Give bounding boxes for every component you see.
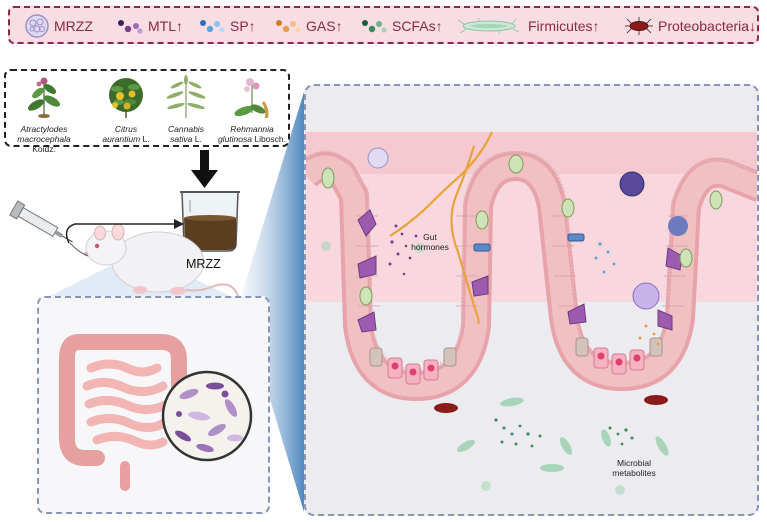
legend-item-proteobacteria: Proteobacteria↓ xyxy=(624,8,756,44)
scfa-dots-icon xyxy=(362,20,387,33)
author-name: Koidz. xyxy=(32,144,56,154)
species-name: glutinosa xyxy=(217,134,252,144)
species-name: aurantium xyxy=(102,134,141,144)
syringe-icon xyxy=(9,200,184,257)
enteroendocrine-cells xyxy=(357,209,683,333)
legend-label: SCFAs↑ xyxy=(392,18,443,34)
genus-name: Rehmannia xyxy=(230,124,274,134)
gut-zoom-box xyxy=(37,296,270,514)
herb-rehmannia: Rehmannia glutinosa Libosch. xyxy=(216,75,288,144)
zoom-cone-large xyxy=(240,92,304,512)
legend-label: MRZZ xyxy=(54,18,93,34)
firmicutes-bacteria-icon xyxy=(457,17,520,35)
epithelium xyxy=(306,150,757,401)
intestinal-wall-illustration xyxy=(306,131,757,495)
legend-item-mtl: MTL↑ xyxy=(116,8,183,44)
legend-label: MTL↑ xyxy=(148,18,183,34)
tuft-cells xyxy=(473,233,585,252)
atractylodes-plant-icon xyxy=(27,77,61,118)
herb-caption: Atractylodes macrocephala Koidz. xyxy=(8,124,80,154)
down-arrow-icon xyxy=(191,150,218,188)
legend-item-sp: SP↑ xyxy=(198,8,256,44)
microbial-metabolites-label: Microbial metabolites xyxy=(612,458,656,478)
author-name: L. xyxy=(194,134,202,144)
large-intestine-icon xyxy=(59,334,187,491)
paneth-cells xyxy=(369,337,663,385)
herb-caption: Rehmannia glutinosa Libosch. xyxy=(216,124,288,144)
genus-name: Cannabis xyxy=(168,124,204,134)
genus-name: Citrus xyxy=(114,124,138,134)
intestine-illustration xyxy=(59,334,253,491)
legend-item-firmicutes: Firmicutes↑ xyxy=(456,8,600,44)
species-name: sativa xyxy=(170,134,193,144)
herbal-ingredients-box: Atractylodes macrocephala Koidz. Citrus … xyxy=(4,69,290,154)
mrzz-particle-icon xyxy=(367,147,389,169)
herb-atractylodes: Atractylodes macrocephala Koidz. xyxy=(8,75,80,154)
legend-item-gas: GAS↑ xyxy=(274,8,343,44)
legend-item-mrzz: MRZZ xyxy=(24,8,93,44)
herb-citrus: Citrus aurantium L. xyxy=(90,75,162,144)
proteobacteria-bacteria-icon xyxy=(625,17,653,35)
mouse-icon xyxy=(84,223,239,297)
legend-label: SP↑ xyxy=(230,18,256,34)
rehmannia-plant-icon xyxy=(234,78,269,118)
citrus-plant-icon xyxy=(109,78,143,118)
legend-label: Proteobacteria↓ xyxy=(658,18,757,34)
mtl-dots-icon xyxy=(118,20,143,34)
immune-cells xyxy=(619,171,688,310)
genus-name: Atractylodes xyxy=(20,124,68,134)
sp-dots-icon xyxy=(200,20,225,33)
small-intestine-icon xyxy=(82,359,172,450)
beaker-label: MRZZ xyxy=(186,257,221,271)
species-name: macrocephala xyxy=(17,134,71,144)
cannabis-plant-icon xyxy=(166,75,206,118)
goblet-cells xyxy=(321,154,723,306)
mrzz-particle-icon xyxy=(25,14,49,38)
legend-item-scfas: SCFAs↑ xyxy=(360,8,443,44)
intestinal-wall-panel: Gut hormones Microbial metabolites xyxy=(304,84,759,516)
author-name: Libosch. xyxy=(254,134,287,144)
gas-dots-icon xyxy=(276,20,301,33)
herb-cannabis: Cannabis sativa L. xyxy=(150,75,222,144)
microbiota xyxy=(321,241,669,495)
herb-caption: Cannabis sativa L. xyxy=(150,124,222,144)
microbiome-magnifier xyxy=(161,370,253,462)
legend-label: GAS↑ xyxy=(306,18,343,34)
legend-label: Firmicutes↑ xyxy=(528,18,600,34)
herb-caption: Citrus aurantium L. xyxy=(90,124,162,144)
nerve-fibers xyxy=(389,131,494,325)
gut-hormones-label: Gut hormones xyxy=(411,232,449,252)
author-name: L. xyxy=(142,134,150,144)
legend-bar: MRZZ MTL↑ SP↑ GAS↑ SCFAs↑ xyxy=(8,6,759,44)
beaker-icon xyxy=(180,191,240,252)
